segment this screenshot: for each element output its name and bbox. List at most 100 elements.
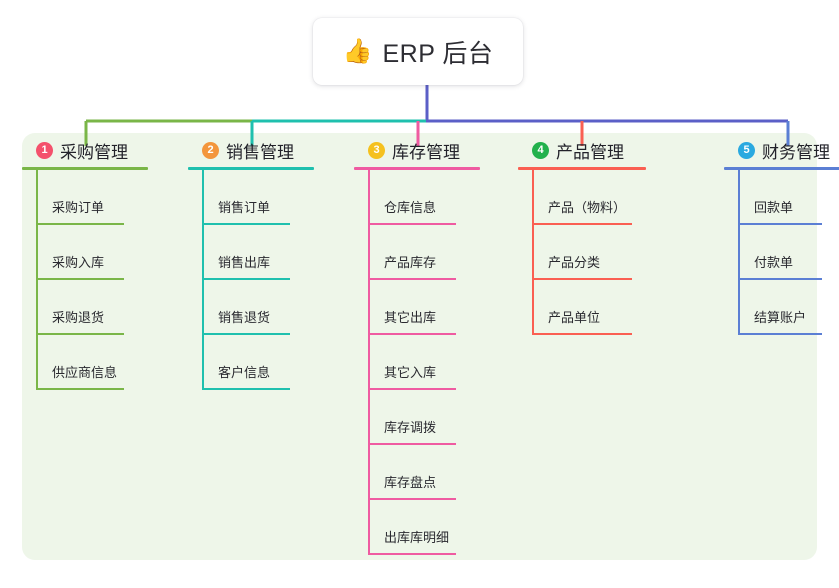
list-item-label: 供应商信息 bbox=[52, 365, 118, 380]
list-item[interactable]: 其它出库 bbox=[354, 280, 480, 335]
column-container: 1 采购管理采购订单采购入库采购退货供应商信息 2 销售管理销售订单销售出库销售退货客… bbox=[0, 133, 839, 560]
column-badge-icon: 4 bbox=[532, 141, 549, 159]
list-item[interactable]: 销售退货 bbox=[188, 280, 314, 335]
root-node[interactable]: 👍 ERP 后台 bbox=[313, 18, 523, 85]
column-title: 采购管理 bbox=[60, 142, 128, 162]
content-panel bbox=[22, 133, 817, 560]
column-spine bbox=[36, 170, 38, 390]
column-badge-icon: 2 bbox=[202, 141, 219, 159]
column-3: 3 库存管理仓库信息产品库存其它出库其它入库库存调拨库存盘点出库库明细 bbox=[354, 133, 480, 555]
list-item-label: 库存盘点 bbox=[384, 475, 437, 490]
list-item-label: 回款单 bbox=[754, 200, 794, 215]
column-items: 产品（物料） 产品分类产品单位 bbox=[518, 170, 646, 335]
list-item-label: 产品（物料） bbox=[548, 200, 627, 215]
column-header-1[interactable]: 1 采购管理 bbox=[22, 133, 148, 167]
list-item-label: 采购退货 bbox=[52, 310, 105, 325]
list-item-rule bbox=[368, 553, 456, 555]
column-header-5[interactable]: 5 财务管理 bbox=[724, 133, 839, 167]
column-badge-icon: 1 bbox=[36, 141, 53, 159]
list-item-label: 仓库信息 bbox=[384, 200, 437, 215]
list-item-rule bbox=[368, 443, 456, 445]
list-item[interactable]: 销售订单 bbox=[188, 170, 314, 225]
column-5: 5 财务管理回款单付款单结算账户 bbox=[724, 133, 839, 335]
column-spine bbox=[202, 170, 204, 390]
thumbs-up-icon: 👍 bbox=[342, 37, 373, 65]
column-badge-icon: 3 bbox=[368, 141, 385, 159]
list-item[interactable]: 产品分类 bbox=[518, 225, 646, 280]
list-item[interactable]: 产品单位 bbox=[518, 280, 646, 335]
column-items: 仓库信息产品库存其它出库其它入库库存调拨库存盘点出库库明细 bbox=[354, 170, 480, 555]
list-item-rule bbox=[368, 278, 456, 280]
column-1: 1 采购管理采购订单采购入库采购退货供应商信息 bbox=[22, 133, 148, 390]
column-rule bbox=[188, 167, 314, 170]
list-item[interactable]: 供应商信息 bbox=[22, 335, 148, 390]
list-item-label: 产品单位 bbox=[548, 310, 601, 325]
column-header-3[interactable]: 3 库存管理 bbox=[354, 133, 480, 167]
list-item[interactable]: 仓库信息 bbox=[354, 170, 480, 225]
column-title: 库存管理 bbox=[392, 142, 460, 162]
column-4: 4 产品管理产品（物料） 产品分类产品单位 bbox=[518, 133, 646, 335]
column-rule bbox=[22, 167, 148, 170]
list-item-label: 采购订单 bbox=[52, 200, 105, 215]
list-item-label: 销售退货 bbox=[218, 310, 271, 325]
column-items: 回款单付款单结算账户 bbox=[724, 170, 839, 335]
list-item-rule bbox=[532, 223, 632, 225]
list-item-rule bbox=[738, 223, 822, 225]
list-item-label: 出库库明细 bbox=[384, 530, 450, 545]
column-title: 产品管理 bbox=[556, 142, 624, 162]
list-item-rule bbox=[202, 278, 290, 280]
list-item-label: 客户信息 bbox=[218, 365, 271, 380]
column-title: 财务管理 bbox=[762, 142, 830, 162]
list-item-rule bbox=[738, 333, 822, 335]
list-item-rule bbox=[36, 388, 124, 390]
list-item-label: 产品分类 bbox=[548, 255, 601, 270]
list-item[interactable]: 库存盘点 bbox=[354, 445, 480, 500]
list-item[interactable]: 产品库存 bbox=[354, 225, 480, 280]
list-item-rule bbox=[368, 223, 456, 225]
list-item[interactable]: 采购订单 bbox=[22, 170, 148, 225]
column-items: 采购订单采购入库采购退货供应商信息 bbox=[22, 170, 148, 390]
list-item-rule bbox=[532, 333, 632, 335]
column-spine bbox=[368, 170, 370, 555]
list-item-rule bbox=[368, 388, 456, 390]
list-item[interactable]: 产品（物料） bbox=[518, 170, 646, 225]
list-item-label: 库存调拨 bbox=[384, 420, 437, 435]
list-item[interactable]: 付款单 bbox=[724, 225, 839, 280]
list-item-label: 其它入库 bbox=[384, 365, 437, 380]
list-item[interactable]: 采购退货 bbox=[22, 280, 148, 335]
column-header-4[interactable]: 4 产品管理 bbox=[518, 133, 646, 167]
list-item[interactable]: 回款单 bbox=[724, 170, 839, 225]
list-item-rule bbox=[202, 223, 290, 225]
list-item-rule bbox=[368, 333, 456, 335]
list-item-rule bbox=[36, 223, 124, 225]
list-item-rule bbox=[36, 278, 124, 280]
column-badge-icon: 5 bbox=[738, 141, 755, 159]
list-item[interactable]: 其它入库 bbox=[354, 335, 480, 390]
list-item[interactable]: 结算账户 bbox=[724, 280, 839, 335]
column-rule bbox=[354, 167, 480, 170]
column-rule bbox=[724, 167, 839, 170]
list-item-label: 采购入库 bbox=[52, 255, 105, 270]
list-item[interactable]: 销售出库 bbox=[188, 225, 314, 280]
column-spine bbox=[532, 170, 534, 335]
list-item[interactable]: 出库库明细 bbox=[354, 500, 480, 555]
column-spine bbox=[738, 170, 740, 335]
column-title: 销售管理 bbox=[226, 142, 294, 162]
list-item[interactable]: 采购入库 bbox=[22, 225, 148, 280]
column-2: 2 销售管理销售订单销售出库销售退货客户信息 bbox=[188, 133, 314, 390]
list-item[interactable]: 库存调拨 bbox=[354, 390, 480, 445]
root-title: ERP 后台 bbox=[382, 39, 494, 68]
column-items: 销售订单销售出库销售退货客户信息 bbox=[188, 170, 314, 390]
list-item-label: 其它出库 bbox=[384, 310, 437, 325]
list-item-label: 产品库存 bbox=[384, 255, 437, 270]
list-item-rule bbox=[36, 333, 124, 335]
column-header-2[interactable]: 2 销售管理 bbox=[188, 133, 314, 167]
list-item-label: 销售出库 bbox=[218, 255, 271, 270]
list-item-rule bbox=[532, 278, 632, 280]
list-item-rule bbox=[202, 333, 290, 335]
list-item-rule bbox=[368, 498, 456, 500]
list-item[interactable]: 客户信息 bbox=[188, 335, 314, 390]
list-item-label: 结算账户 bbox=[754, 310, 807, 325]
column-rule bbox=[518, 167, 646, 170]
